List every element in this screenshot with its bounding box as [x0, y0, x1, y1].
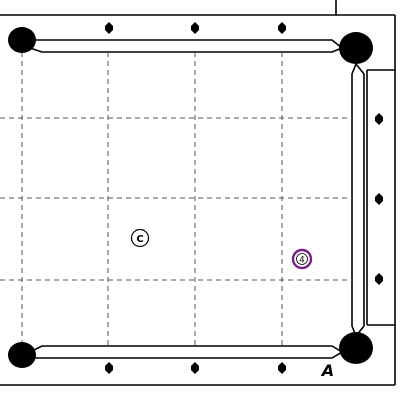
bottom-cushion	[29, 345, 344, 359]
right-cushion	[351, 62, 365, 338]
hexagon-diamond-icon	[375, 113, 383, 125]
top-cushion	[29, 39, 344, 53]
hexagon-diamond-icon	[278, 22, 286, 34]
hexagon-diamond-icon	[105, 22, 113, 34]
pocket-icon	[8, 27, 36, 53]
pocket-icon	[339, 32, 373, 64]
pocket-icon	[339, 332, 373, 364]
hexagon-diamond-icon	[375, 193, 383, 205]
pocket-icon	[8, 342, 36, 368]
table-rail	[0, 0, 396, 386]
hexagon-diamond-icon	[278, 362, 286, 374]
cue-ball-label: C	[136, 234, 143, 245]
cue-ball[interactable]: C	[130, 228, 150, 248]
cushions	[29, 39, 365, 359]
object-ball-label: 4	[299, 256, 304, 266]
pockets	[8, 27, 373, 368]
diamond-markers	[105, 22, 383, 374]
hexagon-diamond-icon	[191, 22, 199, 34]
table-grid	[0, 52, 352, 346]
object-ball-4[interactable]: 4	[291, 248, 313, 270]
hexagon-diamond-icon	[105, 362, 113, 374]
hexagon-diamond-icon	[375, 273, 383, 285]
hexagon-diamond-icon	[191, 362, 199, 374]
corner-label: A	[320, 361, 334, 380]
